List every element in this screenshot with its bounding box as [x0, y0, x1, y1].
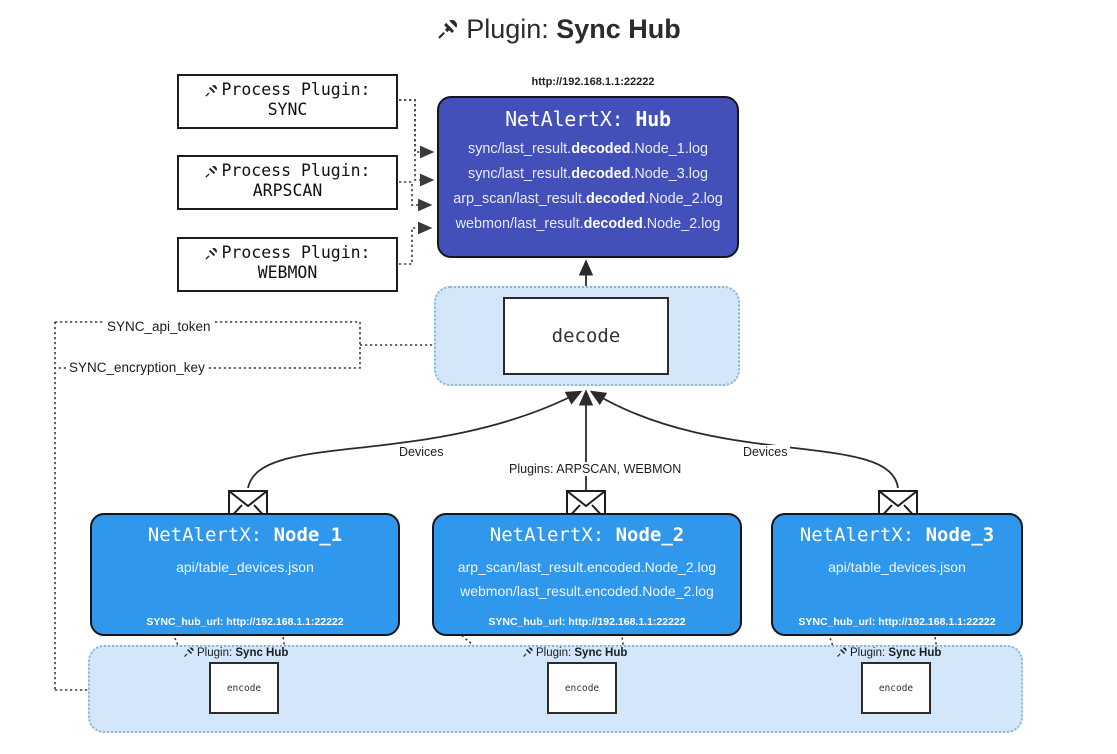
plug-icon	[522, 647, 535, 661]
encoder-plugin-prefix: Plugin:	[850, 647, 886, 659]
hub-log-row: arp_scan/last_result.decoded.Node_2.log	[439, 187, 737, 212]
node-line-list: arp_scan/last_result.encoded.Node_2.log …	[434, 555, 740, 603]
log-em: decoded	[583, 216, 643, 232]
hub-card[interactable]: NetAlertX: Hub sync/last_result.decoded.…	[437, 96, 739, 258]
encoder-plugin-label: Plugin: Sync Hub	[836, 645, 941, 661]
node-card-node-3[interactable]: NetAlertX: Node_3 api/table_devices.json…	[771, 513, 1023, 636]
label-sync-encryption-key: SYNC_encryption_key	[66, 360, 208, 375]
node-line: arp_scan/last_result.encoded.Node_2.log	[457, 559, 717, 575]
log-post: .Node_2.log	[645, 191, 723, 207]
label-sync-api-token: SYNC_api_token	[104, 319, 214, 334]
plug-icon	[204, 164, 220, 183]
node-line-list: api/table_devices.json	[92, 555, 398, 579]
node-title-prefix: NetAlertX:	[799, 524, 915, 546]
hub-title-prefix: NetAlertX:	[505, 107, 624, 131]
node-line: api/table_devices.json	[828, 559, 966, 575]
encoder-plugin-label: Plugin: Sync Hub	[183, 645, 288, 661]
node-title: NetAlertX: Node_1	[92, 524, 398, 546]
log-em: decoded	[571, 141, 631, 157]
process-plugin-arpscan[interactable]: Process Plugin: ARPSCAN	[177, 155, 398, 210]
label-plugins-mid: Plugins: ARPSCAN, WEBMON	[506, 462, 685, 476]
title-name: Sync Hub	[556, 14, 681, 44]
log-post: .Node_3.log	[630, 166, 708, 182]
hub-log-row: sync/last_result.decoded.Node_1.log	[439, 137, 737, 162]
node-card-node-1[interactable]: NetAlertX: Node_1 api/table_devices.json…	[90, 513, 400, 636]
encoder-plugin-name: Sync Hub	[574, 647, 628, 659]
decode-box[interactable]: decode	[503, 297, 669, 375]
hub-log-row: webmon/last_result.decoded.Node_2.log	[439, 212, 737, 237]
log-post: .Node_2.log	[642, 216, 721, 232]
hub-title-name: Hub	[635, 107, 671, 131]
node-title: NetAlertX: Node_2	[434, 524, 740, 546]
node-title-name: Node_1	[273, 524, 343, 546]
node-line-list: api/table_devices.json	[773, 555, 1021, 579]
log-pre: arp_scan/last_result.	[453, 191, 586, 207]
node-card-node-2[interactable]: NetAlertX: Node_2 arp_scan/last_result.e…	[432, 513, 742, 636]
log-pre: webmon/last_result.	[455, 216, 584, 232]
encoder-plugin-name: Sync Hub	[235, 647, 289, 659]
process-plugin-line1: Process Plugin:	[221, 80, 371, 99]
log-post: .Node_1.log	[630, 141, 708, 157]
node-line: webmon/last_result.encoded.Node_2.log	[460, 583, 714, 599]
node-title-name: Node_3	[925, 524, 995, 546]
log-em: decoded	[586, 191, 646, 207]
node-hub-url: SYNC_hub_url: http://192.168.1.1:22222	[798, 616, 996, 628]
node-title-prefix: NetAlertX:	[489, 524, 605, 546]
node-line: api/table_devices.json	[176, 559, 314, 575]
node-title: NetAlertX: Node_3	[773, 524, 1021, 546]
title-prefix: Plugin:	[466, 14, 549, 44]
process-plugin-line2: SYNC	[267, 100, 308, 120]
encode-box-node-2[interactable]: encode	[547, 662, 617, 714]
process-plugin-sync[interactable]: Process Plugin: SYNC	[177, 74, 398, 129]
node-hub-url: SYNC_hub_url: http://192.168.1.1:22222	[488, 616, 686, 628]
plug-icon	[204, 83, 220, 102]
process-plugin-line1: Process Plugin:	[221, 243, 371, 262]
process-plugin-webmon[interactable]: Process Plugin: WEBMON	[177, 237, 398, 292]
encode-box-node-1[interactable]: encode	[209, 662, 279, 714]
node-hub-url: SYNC_hub_url: http://192.168.1.1:22222	[146, 616, 344, 628]
plug-icon	[183, 647, 196, 661]
node-title-name: Node_2	[615, 524, 685, 546]
encode-box-node-3[interactable]: encode	[861, 662, 931, 714]
process-plugin-line2: WEBMON	[257, 263, 318, 283]
node-title-prefix: NetAlertX:	[147, 524, 263, 546]
hub-title: NetAlertX: Hub	[439, 107, 737, 131]
hub-log-row: sync/last_result.decoded.Node_3.log	[439, 162, 737, 187]
plug-icon	[436, 15, 462, 48]
encoder-plugin-label: Plugin: Sync Hub	[522, 645, 627, 661]
encoder-plugin-prefix: Plugin:	[197, 647, 233, 659]
log-em: decoded	[571, 166, 631, 182]
label-devices-left: Devices	[396, 445, 447, 459]
log-pre: sync/last_result.	[468, 166, 572, 182]
plug-icon	[836, 647, 849, 661]
process-plugin-line1: Process Plugin:	[221, 161, 371, 180]
hub-url-label: http://192.168.1.1:22222	[531, 76, 655, 88]
page-title: Plugin: Sync Hub	[0, 14, 1117, 48]
process-plugin-line2: ARPSCAN	[252, 181, 323, 201]
plug-icon	[204, 246, 220, 265]
encoder-plugin-prefix: Plugin:	[536, 647, 572, 659]
hub-log-list: sync/last_result.decoded.Node_1.log sync…	[439, 137, 737, 237]
encoder-plugin-name: Sync Hub	[888, 647, 942, 659]
label-devices-right: Devices	[740, 445, 791, 459]
log-pre: sync/last_result.	[468, 141, 572, 157]
